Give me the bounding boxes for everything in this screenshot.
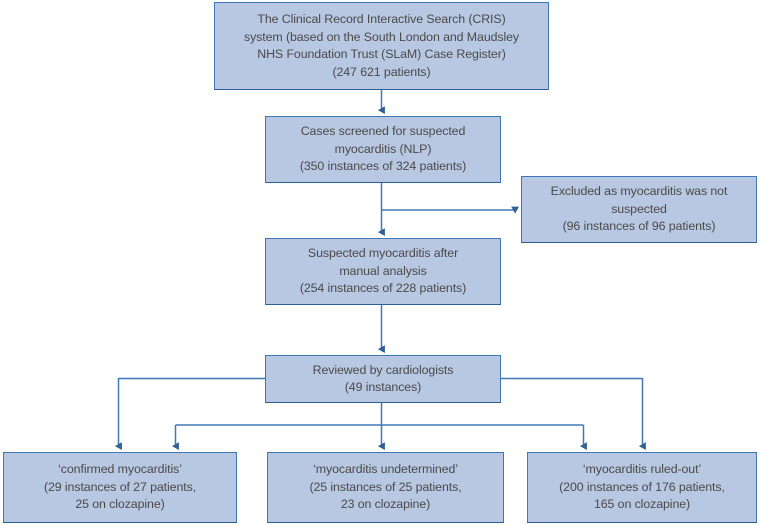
node-excluded-not-suspected: Excluded as myocarditis was not suspecte… [521,176,757,243]
node-cris-system: The Clinical Record Interactive Search (… [214,2,549,90]
node-suspected-after-manual-analysis: Suspected myocarditis after manual analy… [265,238,501,305]
node-cris-system-text: The Clinical Record Interactive Search (… [243,12,520,79]
node-myocarditis-undetermined: ‘myocarditis undetermined’ (25 instances… [267,452,504,523]
node-excluded-not-suspected-text: Excluded as myocarditis was not suspecte… [550,184,728,234]
node-confirmed-myocarditis-text: ‘confirmed myocarditis’ (29 instances of… [43,462,197,512]
node-reviewed-by-cardiologists: Reviewed by cardiologists (49 instances) [265,355,501,403]
node-confirmed-myocarditis: ‘confirmed myocarditis’ (29 instances of… [3,452,237,523]
node-cases-screened: Cases screened for suspected myocarditis… [265,116,501,183]
node-myocarditis-ruled-out: ‘myocarditis ruled-out’ (200 instances o… [527,452,757,523]
edge-reviewed-right-to-ruledout [501,377,646,451]
edge-reviewed-left-to-confirmed [114,377,265,451]
node-myocarditis-undetermined-text: ‘myocarditis undetermined’ (25 instances… [309,462,462,512]
node-reviewed-by-cardiologists-text: Reviewed by cardiologists (49 instances) [312,362,454,395]
node-myocarditis-ruled-out-text: ‘myocarditis ruled-out’ (200 instances o… [559,462,725,512]
node-cases-screened-text: Cases screened for suspected myocarditis… [299,124,467,174]
node-suspected-after-manual-analysis-text: Suspected myocarditis after manual analy… [299,246,467,296]
